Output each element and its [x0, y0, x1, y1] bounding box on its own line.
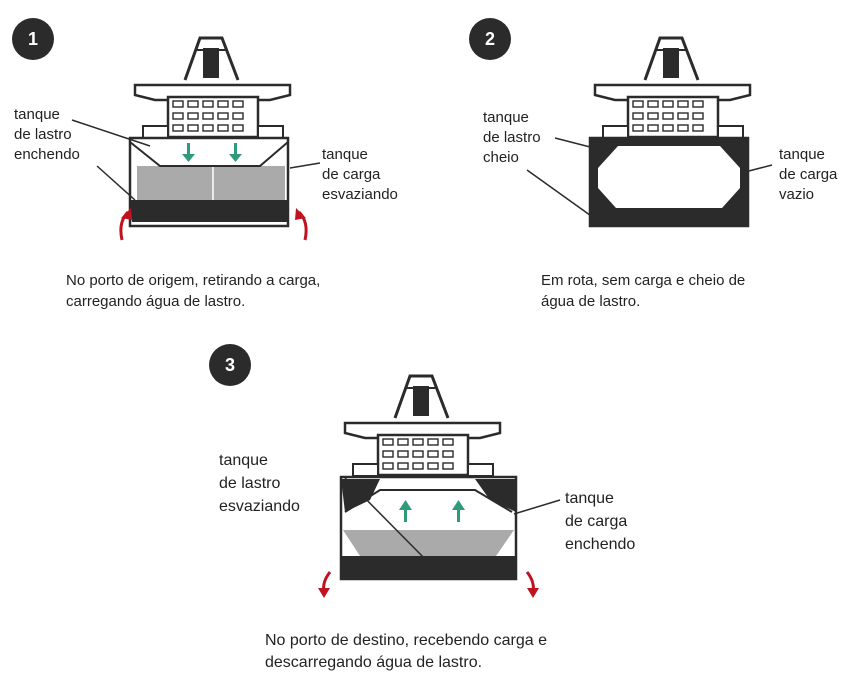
ship-3-superstructure — [343, 374, 502, 477]
ship-1-superstructure — [133, 36, 292, 139]
ship-3-cargo-tank-fill — [343, 530, 514, 556]
ship-1-hull — [128, 136, 290, 228]
panel-3-ballast-label: tanque de lastro esvaziando — [219, 452, 300, 515]
ship-1-ballast-tank-fill — [130, 200, 288, 222]
ship-2-leader-lines — [526, 137, 773, 219]
step-2-badge: 2 — [469, 18, 511, 60]
ship-3-flow-arrows — [399, 500, 465, 522]
ship-2-empty-cargo-tank — [598, 146, 740, 208]
ship-3-ballast-tank-fill — [341, 479, 380, 512]
ship-1-flow-arrows — [182, 143, 242, 162]
ship-3-hull — [339, 475, 518, 581]
ship-1-cargo-tank-fill — [137, 166, 285, 200]
panel-3-caption: No porto de destino, recebendo carga e d… — [265, 632, 547, 671]
panel-2-cargo-label: tanque de carga vazio — [779, 146, 838, 203]
ship-2-hull — [588, 136, 750, 228]
panel-1-ballast-label: tanque de lastro enchendo — [14, 106, 80, 163]
step-1-badge: 1 — [12, 18, 54, 60]
panel-2-caption: Em rota, sem carga e cheio de água de la… — [541, 272, 746, 310]
ship-3-leader-lines — [344, 477, 561, 568]
ship-1-leader-lines — [71, 119, 321, 201]
step-3-badge: 3 — [209, 344, 251, 386]
panel-3-cargo-label: tanque de carga enchendo — [565, 490, 636, 553]
ship-2-superstructure — [593, 36, 752, 139]
panel-2-ballast-label: tanque de lastro cheio — [483, 109, 541, 166]
panel-1-caption: No porto de origem, retirando a carga, c… — [66, 272, 321, 310]
panel-1-cargo-label: tanque de carga esvaziando — [322, 146, 398, 203]
